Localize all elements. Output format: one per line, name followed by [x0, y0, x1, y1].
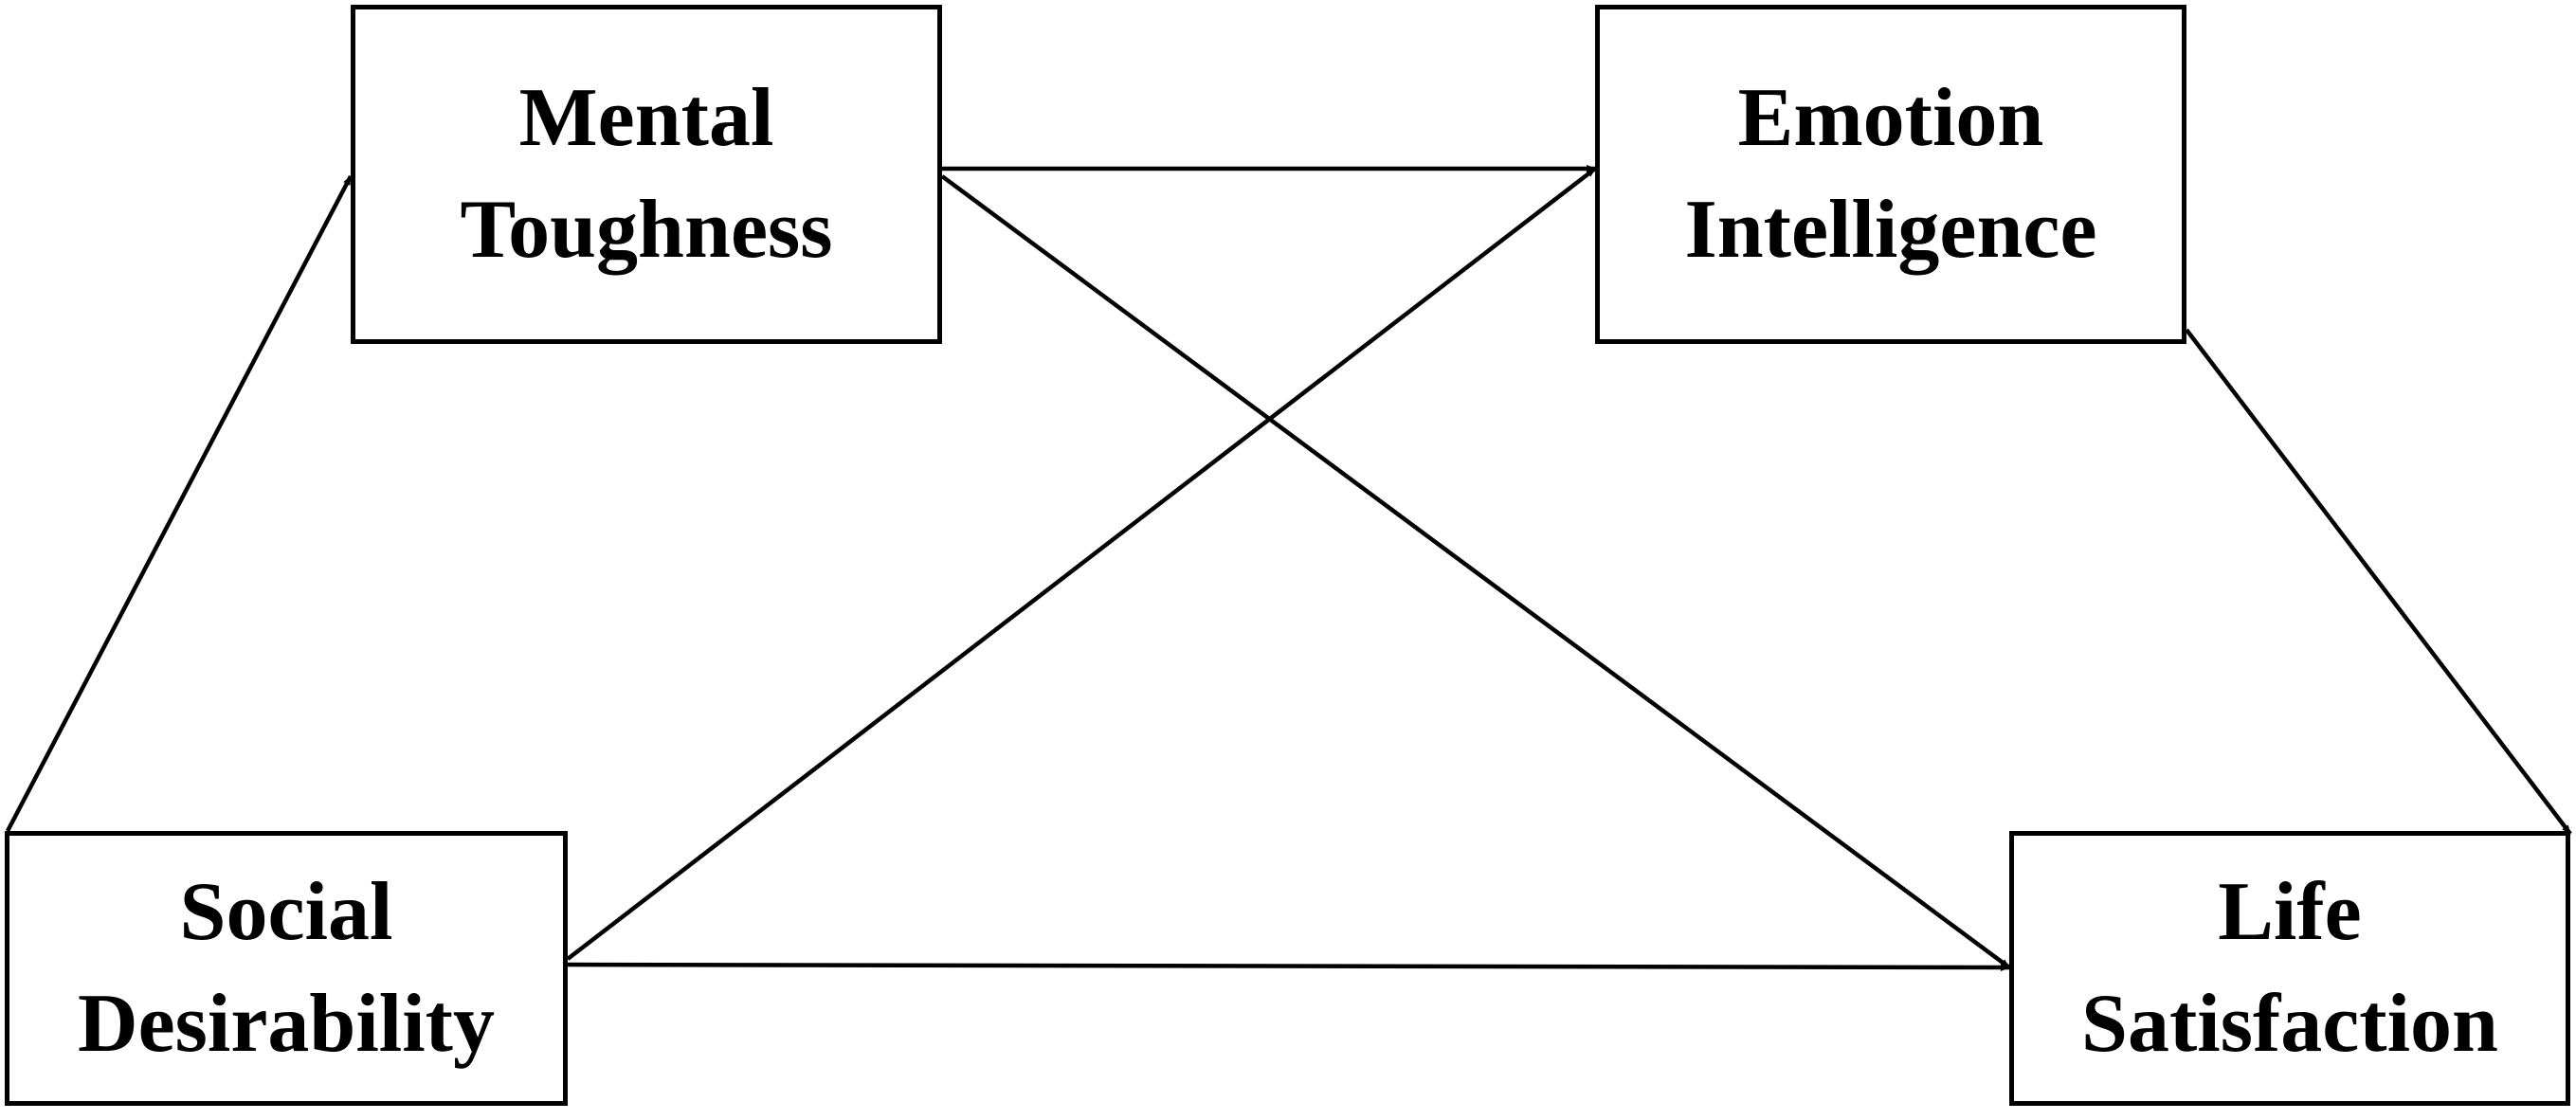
arrow-social-to-emotion [566, 167, 1597, 961]
node-label-line2: Toughness [460, 184, 833, 276]
node-label-line1: Life [2218, 866, 2362, 958]
arrow-mental-to-life [940, 174, 2011, 969]
node-mental-toughness: Mental Toughness [351, 5, 942, 344]
arrow-social-to-mental [6, 174, 353, 833]
node-label-line2: Intelligence [1684, 184, 2097, 276]
node-label-line2: Satisfaction [2081, 978, 2498, 1070]
node-label-line1: Social [179, 866, 393, 958]
arrow-emotion-to-life [2185, 328, 2572, 836]
node-label-line2: Desirability [78, 978, 495, 1070]
node-emotion-intelligence: Emotion Intelligence [1595, 5, 2186, 344]
node-social-desirability: Social Desirability [5, 831, 568, 1106]
node-label-line1: Emotion [1737, 72, 2044, 164]
node-label-line1: Mental [518, 72, 774, 164]
arrow-social-to-life [567, 962, 2010, 971]
node-life-satisfaction: Life Satisfaction [2009, 831, 2570, 1106]
